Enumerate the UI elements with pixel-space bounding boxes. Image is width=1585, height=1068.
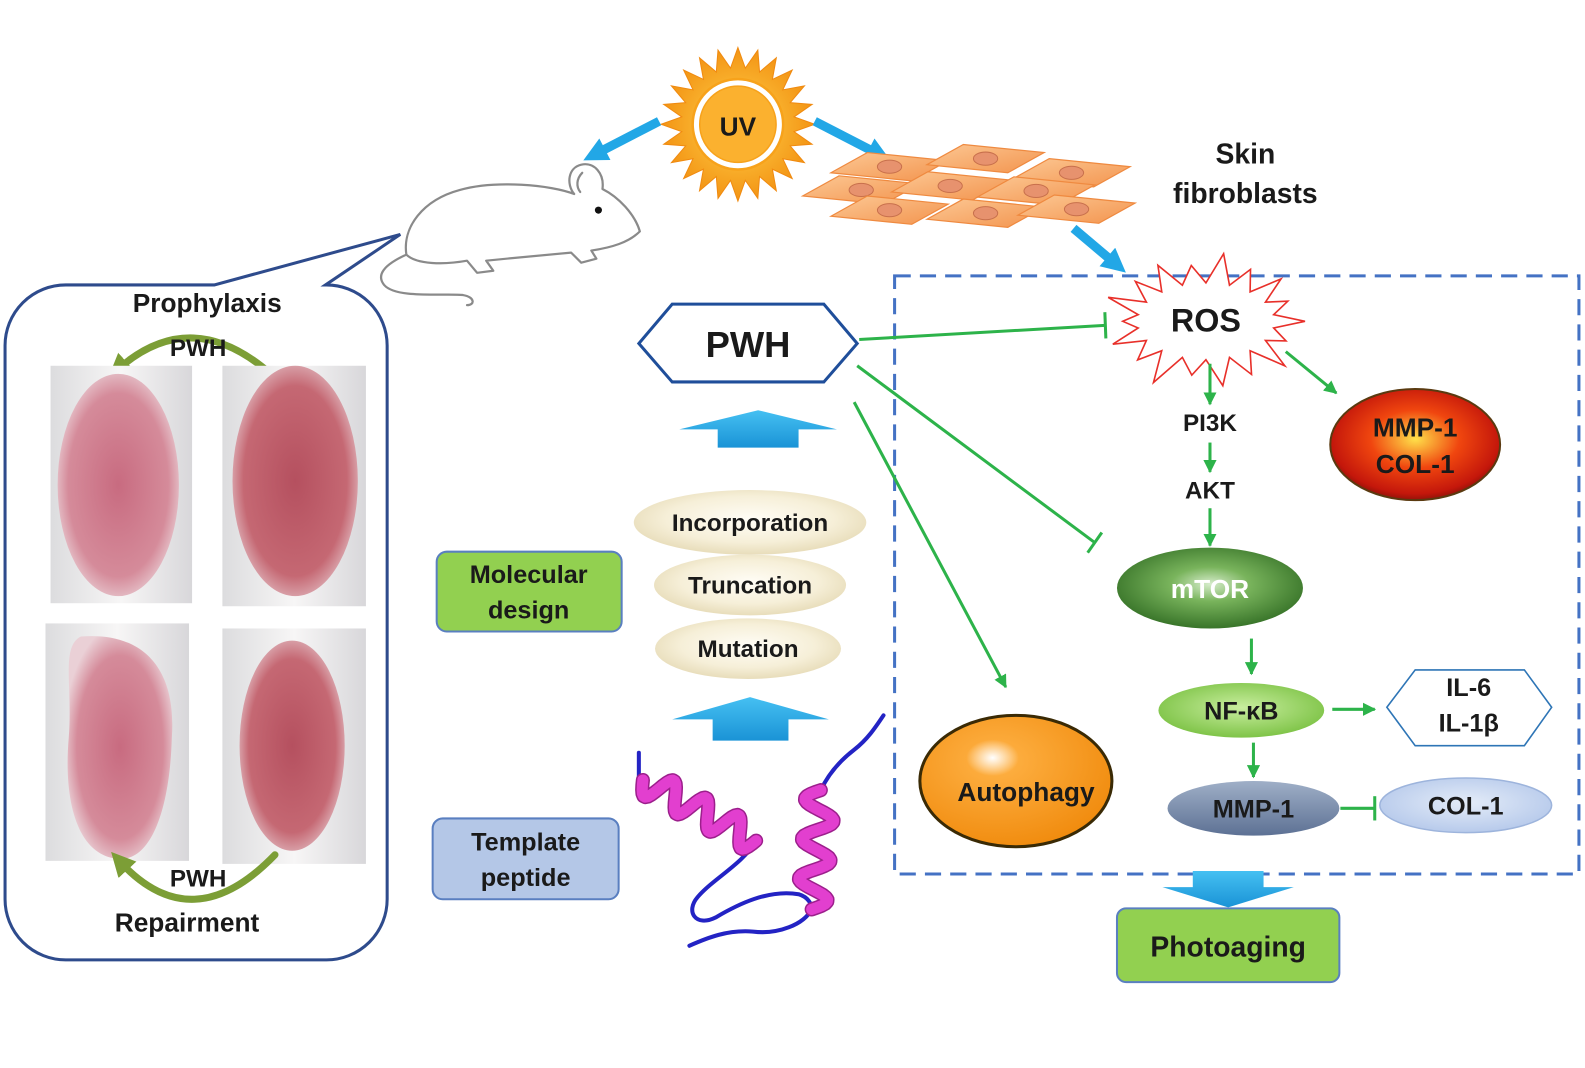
uv-label: UV bbox=[720, 111, 757, 141]
mouse-body bbox=[404, 163, 641, 274]
mmp1-label: MMP-1 bbox=[1213, 795, 1294, 823]
skin-photo-bottom-right bbox=[222, 628, 366, 864]
skin-lesion bbox=[67, 636, 173, 859]
fibroblast-cell bbox=[828, 151, 951, 182]
ros-burst-shape bbox=[1107, 251, 1306, 388]
pwh-to-autophagy-arrow bbox=[852, 401, 1008, 689]
skin-photo-bottom-left bbox=[45, 623, 190, 861]
design-step-mutation-label: Mutation bbox=[698, 636, 799, 663]
ros-label: ROS bbox=[1171, 302, 1241, 338]
peptide-structure-illustration bbox=[635, 713, 886, 948]
pwh-inhibits-ros-line bbox=[859, 323, 1105, 342]
uv-sun: UV bbox=[659, 45, 817, 203]
cell-nucleus bbox=[1023, 183, 1049, 199]
mouse-tail bbox=[379, 253, 474, 307]
molecular-design-box bbox=[435, 550, 623, 633]
skin-lesion bbox=[239, 640, 345, 851]
fibroblasts-label-line1: Skin bbox=[1215, 138, 1275, 170]
repairment-label: Repairment bbox=[115, 908, 260, 938]
pwh-inhibits-mtor-bar bbox=[1086, 531, 1104, 554]
skin-lesion bbox=[232, 365, 358, 597]
col1-ellipse bbox=[1379, 777, 1553, 834]
il1b-label: IL-1β bbox=[1439, 709, 1499, 737]
template-peptide-label-line1: Template bbox=[471, 829, 580, 857]
template-peptide-box bbox=[431, 817, 620, 901]
fibroblast-cell bbox=[1015, 194, 1138, 224]
fibroblasts-label-line2: fibroblasts bbox=[1173, 177, 1318, 209]
peptide-coil-c-terminus bbox=[818, 713, 886, 793]
molecular-design-label-line1: Molecular bbox=[470, 561, 588, 589]
skin-lesion bbox=[57, 373, 179, 597]
cell-nucleus bbox=[972, 206, 999, 221]
mmp-col-label-line1: MMP-1 bbox=[1373, 412, 1458, 442]
repairment-cycle-arrow bbox=[111, 851, 279, 903]
interleukins-hexagon bbox=[1385, 669, 1553, 747]
nfkb-label: NF-κB bbox=[1204, 697, 1278, 725]
cell-nucleus bbox=[937, 178, 963, 193]
design-step-truncation-label: Truncation bbox=[688, 573, 812, 600]
cell-nucleus bbox=[876, 159, 903, 174]
design-to-pwh-arrow bbox=[679, 410, 837, 448]
sun-ring bbox=[693, 80, 782, 169]
fibroblast-cell bbox=[924, 198, 1047, 228]
fibroblasts-to-ros-arrow bbox=[1070, 224, 1126, 273]
skin-callout: Prophylaxis PWH PWH Repairment bbox=[3, 232, 402, 962]
fibroblast-cell bbox=[828, 195, 951, 225]
uv-to-mouse-arrow bbox=[583, 117, 662, 161]
ros-to-mmp-col-arrow bbox=[1284, 350, 1338, 395]
prophylaxis-pwh-label: PWH bbox=[170, 335, 227, 362]
peptide-coil-loop bbox=[690, 838, 814, 923]
pwh-inhibits-ros-bar bbox=[1103, 312, 1108, 339]
autophagy-ellipse bbox=[918, 713, 1114, 849]
photoaging-label: Photoaging bbox=[1150, 931, 1306, 963]
mmp-col-label-line2: COL-1 bbox=[1376, 449, 1455, 479]
nfkb-ellipse bbox=[1158, 683, 1325, 738]
peptide-helix-2 bbox=[793, 784, 840, 915]
akt-label: AKT bbox=[1185, 478, 1235, 505]
template-to-design-arrow bbox=[672, 697, 829, 741]
autophagy-label: Autophagy bbox=[957, 777, 1095, 807]
molecular-design-label-line2: design bbox=[488, 596, 569, 624]
cell-nucleus bbox=[1063, 202, 1090, 217]
fibroblast-cluster bbox=[800, 143, 1138, 228]
pwh-inhibits-mtor-line bbox=[856, 364, 1096, 544]
repairment-pwh-label: PWH bbox=[170, 866, 227, 893]
prophylaxis-cycle-arrow bbox=[108, 334, 277, 380]
pathway-to-photoaging-arrow bbox=[1162, 870, 1294, 908]
skin-photo-top-left bbox=[50, 365, 193, 604]
pwh-hexagon bbox=[636, 302, 860, 384]
photoaging-box bbox=[1115, 907, 1341, 984]
peptide-helix-1 bbox=[636, 774, 762, 855]
mtor-label: mTOR bbox=[1171, 574, 1249, 604]
mtor-ellipse bbox=[1116, 547, 1303, 629]
design-step-mutation bbox=[655, 618, 842, 679]
cell-nucleus bbox=[848, 182, 874, 198]
fibroblast-cell bbox=[924, 143, 1047, 174]
skin-photo-top-right bbox=[222, 365, 366, 607]
pi3k-label: PI3K bbox=[1183, 410, 1237, 437]
mouse-eye bbox=[594, 206, 602, 214]
template-peptide-label-line2: peptide bbox=[481, 864, 571, 892]
pwh-label: PWH bbox=[706, 324, 791, 365]
il6-label: IL-6 bbox=[1446, 674, 1491, 702]
mouse-illustration bbox=[379, 163, 641, 307]
mouse-ear-inner bbox=[576, 171, 584, 194]
autophagy-highlight bbox=[966, 739, 1019, 776]
design-step-incorporation-label: Incorporation bbox=[672, 510, 828, 537]
design-step-incorporation bbox=[633, 490, 867, 555]
mmp-col-ellipse bbox=[1329, 387, 1502, 502]
design-step-truncation bbox=[654, 554, 847, 616]
peptide-coil-tail bbox=[687, 907, 814, 948]
prophylaxis-label: Prophylaxis bbox=[133, 288, 282, 318]
mmp1-ellipse bbox=[1167, 781, 1340, 836]
uv-to-fibroblasts-arrow bbox=[812, 117, 891, 161]
cell-nucleus bbox=[1058, 165, 1085, 180]
col1-label: COL-1 bbox=[1428, 792, 1504, 820]
cell-nucleus bbox=[876, 203, 903, 218]
sun-center bbox=[700, 86, 776, 162]
cell-nucleus bbox=[972, 151, 999, 166]
